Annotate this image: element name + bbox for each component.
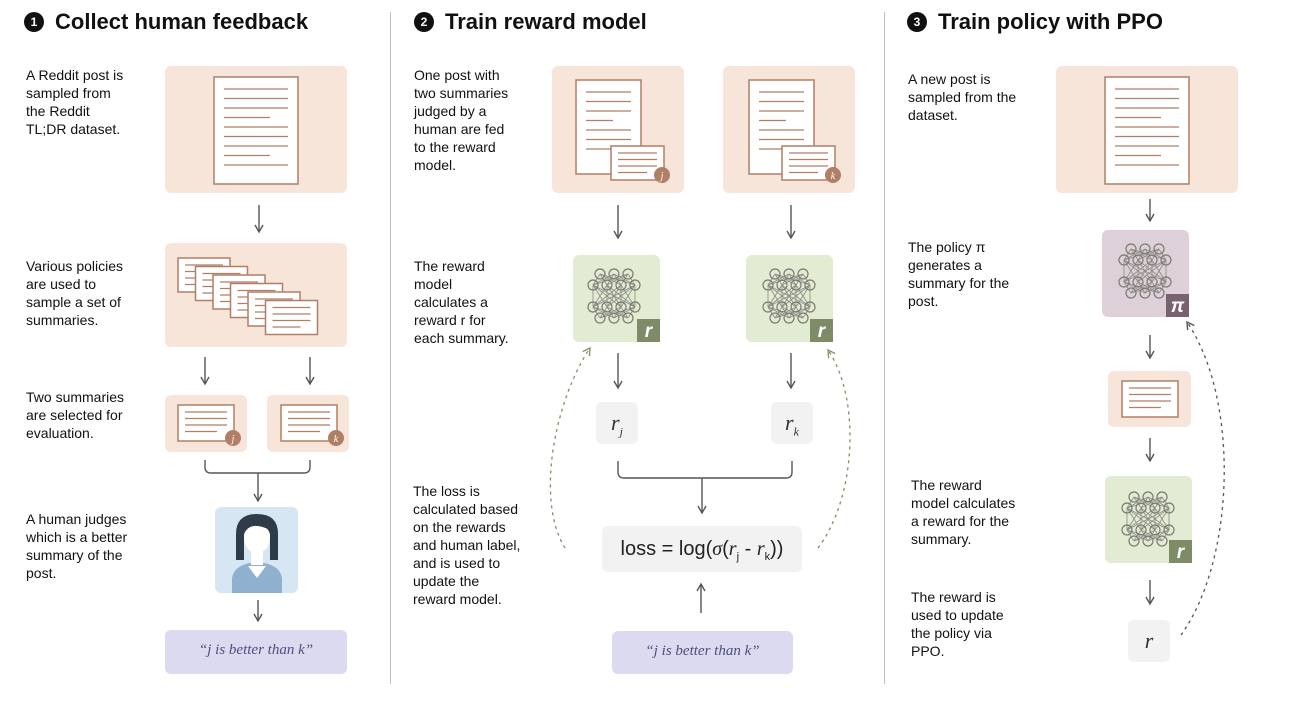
- document-icon: [213, 76, 299, 185]
- step-title-1: Collect human feedback: [55, 9, 309, 34]
- step3-desc-post: A new post is sampled from the dataset.: [908, 71, 1017, 123]
- summary-icon: [610, 145, 665, 181]
- summary-icon: [1121, 380, 1179, 418]
- dashed-curve-arrow-icon: [817, 348, 851, 549]
- step2-reward-j-label: rj: [611, 410, 623, 439]
- step3-desc-update: The reward is used to update the policy …: [911, 589, 1004, 659]
- bracket-icon: [204, 460, 311, 474]
- column-divider-2: [884, 12, 885, 684]
- step2-judgement-box: [612, 631, 793, 674]
- step2-reward-k-box: [771, 402, 813, 444]
- dashed-curve-arrow-icon: [1180, 320, 1225, 636]
- bracket-icon: [617, 461, 793, 479]
- svg-text:k: k: [334, 434, 339, 445]
- summary-icon: [280, 404, 338, 442]
- step3-reward-label: r: [1144, 628, 1154, 653]
- neural-network-icon: [587, 268, 641, 324]
- step2-judgement-text: “j is better than k”: [645, 643, 760, 659]
- step-number-1: 1: [24, 12, 44, 32]
- model-badge: r: [1169, 540, 1192, 563]
- svg-text:r: r: [818, 321, 827, 342]
- document-icon: [1104, 76, 1190, 185]
- step1-judgement-box: [165, 630, 347, 674]
- step1-desc-human: A human judges which is a better summary…: [26, 511, 128, 581]
- step2-loss-box: [602, 526, 802, 572]
- column-divider-1: [390, 12, 391, 684]
- step1-judgement-text: “j is better than k”: [198, 642, 314, 658]
- svg-text:r: r: [1177, 542, 1186, 563]
- model-badge: r: [637, 319, 660, 342]
- summary-icon: [177, 404, 235, 442]
- step-number-2: 2: [414, 12, 434, 32]
- neural-network-icon: [1121, 491, 1175, 547]
- step1-desc-policies: Various policies are used to sample a se…: [26, 258, 124, 328]
- svg-text:k: k: [831, 171, 836, 182]
- svg-text:π: π: [1171, 296, 1185, 317]
- step2-loss-formula: loss = log(σ(rj - rk)): [620, 538, 784, 563]
- step1-desc-selected: Two summaries are selected for evaluatio…: [26, 389, 125, 441]
- step2-reward-k-label: rk: [785, 410, 799, 439]
- step2-desc-input: One post with two summaries judged by a …: [414, 67, 509, 173]
- summary-badge: j: [654, 167, 670, 183]
- step-title-2: Train reward model: [445, 9, 647, 34]
- step2-reward-j-box: [596, 402, 638, 444]
- step-number-3: 3: [907, 12, 927, 32]
- human-icon: [232, 514, 282, 593]
- step1-desc-post: A Reddit post is sampled from the Reddit…: [26, 67, 124, 137]
- svg-text:j: j: [659, 171, 664, 182]
- step2-desc-loss: The loss is calculated based on the rewa…: [413, 483, 521, 607]
- step3-desc-reward: The reward model calculates a reward for…: [911, 477, 1016, 547]
- step2-desc-reward: The reward model calculates a reward r f…: [414, 258, 509, 346]
- summary-icon: [264, 299, 319, 336]
- neural-network-icon: [1118, 243, 1172, 299]
- step3-reward-box: [1128, 620, 1170, 662]
- model-badge: π: [1166, 294, 1189, 317]
- summary-badge: k: [825, 167, 841, 183]
- step3-desc-policy: The policy π generates a summary for the…: [908, 239, 1010, 309]
- svg-text:r: r: [645, 321, 654, 342]
- dashed-curve-arrow-icon: [549, 346, 591, 549]
- summary-badge: k: [328, 430, 344, 446]
- summary-badge: j: [225, 430, 241, 446]
- neural-network-icon: [762, 268, 816, 324]
- step-title-3: Train policy with PPO: [938, 9, 1163, 34]
- model-badge: r: [810, 319, 833, 342]
- svg-text:j: j: [230, 434, 235, 445]
